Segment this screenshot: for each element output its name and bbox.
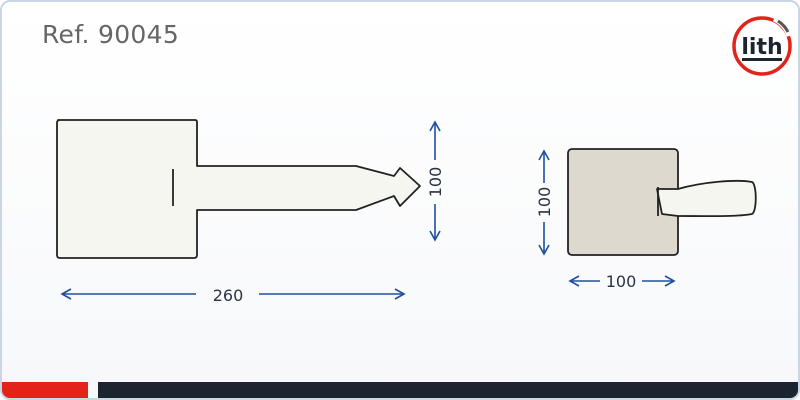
lith-logo: lith <box>732 16 792 76</box>
side-width-dimension: 100 <box>568 272 676 291</box>
logo-ring-accent <box>777 19 790 33</box>
front-width-dimension: 260 <box>60 286 406 305</box>
side-view-seal <box>567 148 757 256</box>
logo-text: lith <box>741 35 782 60</box>
side-height-dimension: 100 <box>535 149 554 256</box>
front-tag-outline <box>56 119 421 259</box>
front-height-label: 100 <box>426 167 445 198</box>
footer-dark-bar <box>98 382 798 398</box>
logo-underline <box>742 58 782 61</box>
side-strap <box>656 179 757 218</box>
front-view-seal <box>56 119 421 259</box>
front-height-dimension: 100 <box>426 120 445 242</box>
footer-red-bar <box>2 382 88 398</box>
front-width-label: 260 <box>213 286 244 305</box>
side-width-label: 100 <box>606 272 637 291</box>
side-height-label: 100 <box>535 187 554 218</box>
reference-title: Ref. 90045 <box>42 20 180 49</box>
